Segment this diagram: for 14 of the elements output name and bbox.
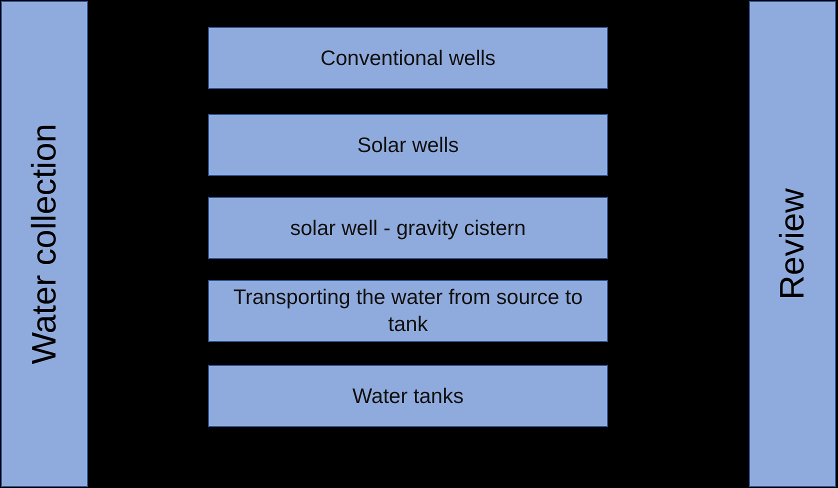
band-label: Water collection (25, 124, 64, 364)
box-label: Transporting the water from source to tank (232, 285, 584, 338)
band-label: Review (773, 188, 812, 300)
process-box (208, 280, 608, 342)
box-label: Conventional wells (320, 46, 496, 72)
box-label: Solar wells (357, 132, 459, 158)
process-box (208, 197, 608, 259)
box-label: Water tanks (352, 384, 464, 410)
vertical-band (1, 1, 88, 487)
process-box (208, 114, 608, 176)
process-box (208, 27, 608, 89)
process-box (208, 365, 608, 427)
vertical-band (749, 1, 836, 487)
box-label: solar well - gravity cistern (290, 216, 526, 242)
